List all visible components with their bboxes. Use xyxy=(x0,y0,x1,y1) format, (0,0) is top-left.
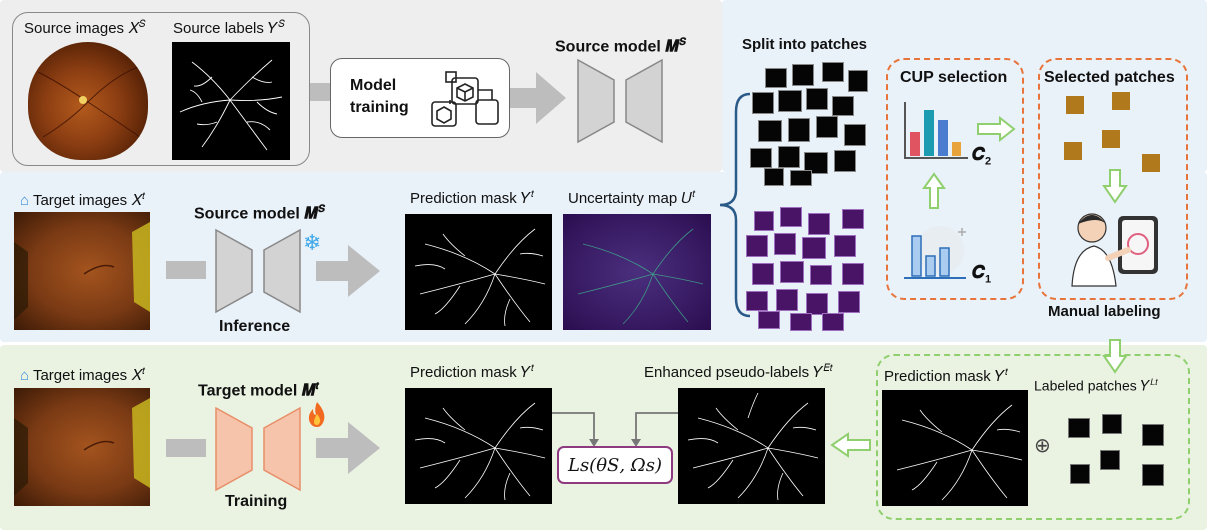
uncertainty-label: Uncertainty map 𝑈𝑡 xyxy=(568,189,696,207)
source-data-bracket xyxy=(12,12,310,166)
selected-patches-box xyxy=(1038,58,1188,300)
target-fundus-image-bottom xyxy=(14,388,150,506)
uncertainty-map-image xyxy=(563,214,711,330)
prediction-mask-image-bottom xyxy=(405,388,552,504)
uncertainty-patches-group xyxy=(746,205,872,331)
source-model-shape-mid xyxy=(215,228,301,314)
labeled-combination-box xyxy=(876,354,1190,520)
source-model-shape-top xyxy=(577,58,663,144)
labeled-patches-label: Labeled patches 𝑌𝐿𝑡 xyxy=(1034,377,1158,394)
home-icon: ⌂ xyxy=(20,192,30,209)
arrow-bottom-1 xyxy=(166,439,206,457)
source-label-image xyxy=(172,42,290,160)
cup-selection-box xyxy=(886,58,1024,300)
snowflake-icon: ❄ xyxy=(303,230,322,255)
model-training-label-2: training xyxy=(350,99,409,116)
doctor-labeling-icon xyxy=(1071,213,1158,287)
arrow-manual-to-labeled xyxy=(1102,339,1128,374)
manual-labeling-label: Manual labeling xyxy=(1048,303,1161,320)
prediction-mask-label-mid: Prediction mask 𝑌𝑡 xyxy=(410,189,535,207)
prediction-mask-image-mid xyxy=(405,214,552,330)
cup-selection-label: CUP selection xyxy=(900,69,1008,86)
arrow-cup-to-selected xyxy=(977,116,1016,142)
network-cube-icon xyxy=(431,71,499,127)
model-training-label-1: Model xyxy=(350,77,397,94)
enhanced-pseudo-image xyxy=(678,388,825,504)
loss-function-box: 𝐿𝑠(𝜃𝑆, 𝛺𝑠) xyxy=(557,446,673,484)
source-images-label: Source images 𝑋𝑆 xyxy=(24,19,146,37)
inference-label: Inference xyxy=(219,318,291,335)
arrow-to-manual xyxy=(1102,169,1128,204)
circled-plus-icon: ⊕ xyxy=(1034,435,1051,457)
arrow-to-training xyxy=(310,83,332,101)
source-fundus-image xyxy=(28,42,148,160)
c2-label: 𝑪2 xyxy=(972,144,992,168)
c1-label: 𝑪1 xyxy=(972,262,992,286)
bar-chart-c2-icon xyxy=(904,102,968,159)
curly-brace xyxy=(719,92,751,318)
bar-chart-c1-icon xyxy=(904,226,966,279)
home-icon: ⌂ xyxy=(20,367,30,384)
arrow-mid-1 xyxy=(166,261,206,279)
arrow-mid-2 xyxy=(316,245,380,297)
fire-icon xyxy=(308,402,325,427)
right-top-band xyxy=(722,0,1207,172)
training-label: Training xyxy=(225,493,288,510)
arrow-bottom-2 xyxy=(316,422,380,474)
target-fundus-image-mid xyxy=(14,212,150,330)
target-images-label-mid: ⌂ Target images 𝑋𝑡 xyxy=(20,191,146,209)
source-model-title-top: Source model 𝑴𝑺 xyxy=(555,37,686,56)
target-images-label-bottom: ⌂ Target images 𝑋𝑡 xyxy=(20,366,146,384)
target-model-shape xyxy=(215,406,301,492)
source-labels-label: Source labels 𝑌𝑆 xyxy=(173,19,285,37)
selected-patches-group xyxy=(1060,92,1170,180)
prediction-mask-label-right: Prediction mask 𝑌𝑡 xyxy=(884,367,1009,385)
labeled-patches-group xyxy=(1062,410,1172,502)
split-label: Split into patches xyxy=(742,36,868,53)
prediction-mask-label-bottom: Prediction mask 𝑌𝑡 xyxy=(410,363,535,381)
prediction-mask-image-right xyxy=(882,390,1028,506)
arrow-to-source-model xyxy=(510,72,566,124)
selected-patches-label: Selected patches xyxy=(1044,69,1175,86)
arrow-to-enhanced xyxy=(830,432,871,458)
black-patches-group xyxy=(750,60,870,186)
source-model-title-mid: Source model 𝑴𝑺 xyxy=(194,204,325,223)
target-model-title: Target model 𝑴𝒕 xyxy=(198,381,320,400)
arrow-c1-to-c2 xyxy=(922,172,946,209)
loss-connectors xyxy=(552,412,678,447)
enhanced-pseudo-label: Enhanced pseudo-labels 𝑌𝐸𝑡 xyxy=(644,363,833,381)
